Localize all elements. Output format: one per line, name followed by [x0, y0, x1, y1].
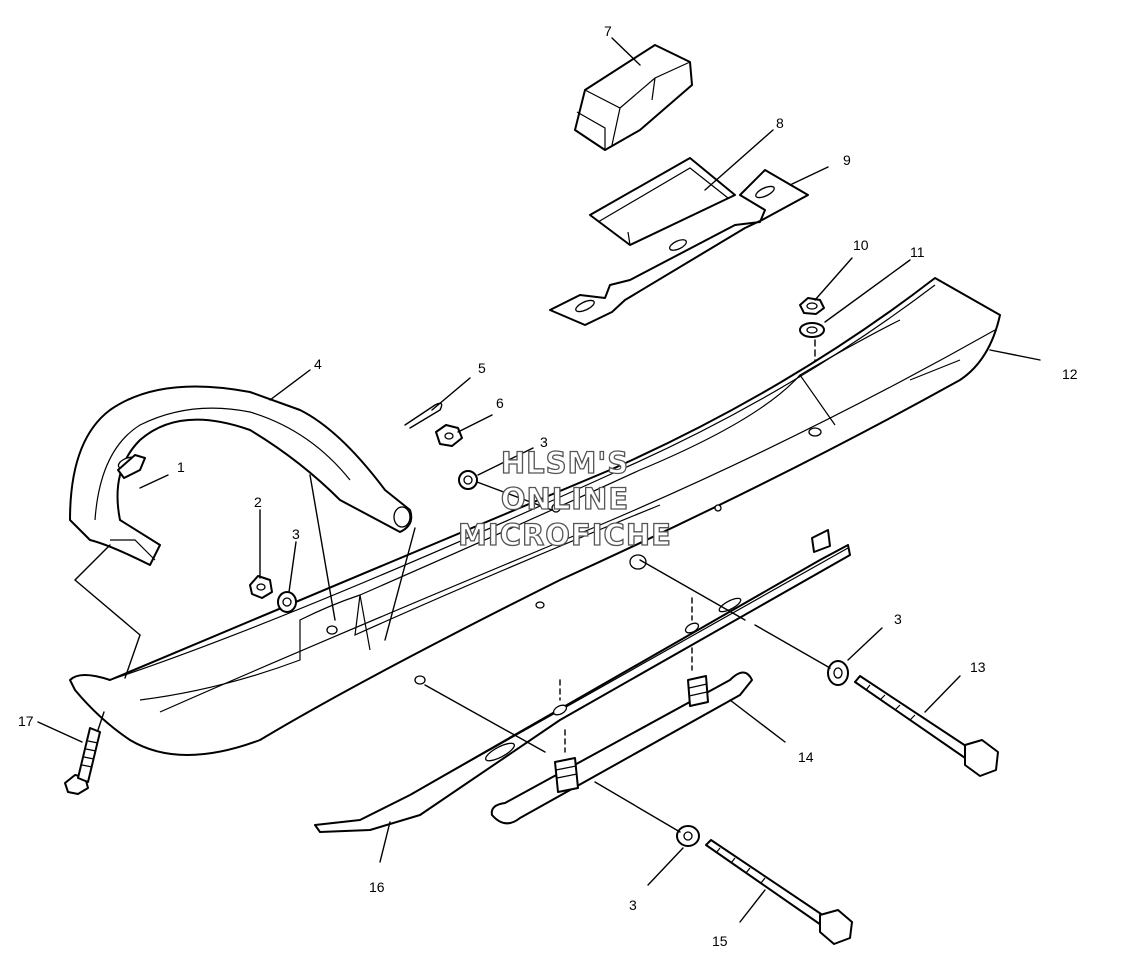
callout-leaders: [37, 37, 1041, 923]
part-3-washer-bottom: [676, 825, 700, 847]
callout-2: 2: [254, 494, 262, 510]
part-12-ski-body: [69, 277, 1001, 756]
callout-3-bottom: 3: [629, 897, 637, 913]
part-14-carbide-runner: [490, 671, 753, 825]
part-2-nut: [249, 575, 273, 599]
callout-14: 14: [798, 749, 814, 765]
callout-17: 17: [18, 713, 34, 729]
part-17-bolt: [64, 727, 101, 795]
callout-labels: 7 8 9 10 11 12 4 5 6 3 1 2 3 3 13 17 14 …: [18, 23, 1078, 949]
assembly-lines: [73, 474, 831, 833]
part-10-nut: [799, 297, 825, 315]
part-7-saddle-block: [574, 44, 693, 151]
callout-12: 12: [1062, 366, 1078, 382]
callout-3-upper: 3: [540, 434, 548, 450]
part-3-washer-right: [827, 660, 849, 686]
part-5-cotter-pin: [404, 402, 443, 429]
part-3-washer-left: [277, 591, 297, 613]
callout-8: 8: [776, 115, 784, 131]
callout-16: 16: [369, 879, 385, 895]
callout-6: 6: [496, 395, 504, 411]
part-13-bolt: [854, 675, 999, 777]
callout-5: 5: [478, 360, 486, 376]
callout-11: 11: [910, 244, 925, 260]
callout-7: 7: [604, 23, 612, 39]
part-11-washer: [799, 322, 825, 338]
callout-3-right: 3: [894, 611, 902, 627]
part-1-bushing: [117, 454, 146, 479]
callout-15: 15: [712, 933, 728, 949]
part-15-bolt: [705, 839, 853, 945]
part-9-mount-plate: [549, 169, 809, 326]
part-8-channel: [589, 157, 736, 246]
part-3-washer-upper: [458, 470, 478, 490]
callout-3-left: 3: [292, 526, 300, 542]
callout-10: 10: [853, 237, 869, 253]
callout-9: 9: [843, 152, 851, 168]
callout-13: 13: [970, 659, 986, 675]
callout-4: 4: [314, 356, 322, 372]
callout-1: 1: [177, 459, 185, 475]
part-6-nut: [435, 424, 463, 447]
